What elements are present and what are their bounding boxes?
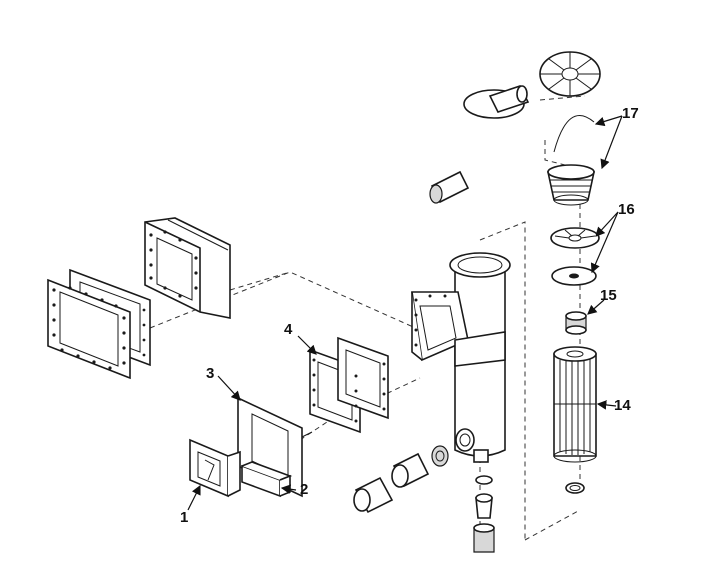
vacuum-plate bbox=[463, 85, 530, 119]
diverter-part-16 bbox=[550, 227, 600, 286]
callout-2: 2 bbox=[300, 481, 308, 498]
callout-1: 1 bbox=[180, 509, 188, 526]
face-gasket-part-4 bbox=[298, 336, 389, 440]
callout-leaders bbox=[187, 115, 623, 511]
skimmer-wall-frame bbox=[144, 217, 231, 319]
skimmer-body bbox=[411, 252, 511, 463]
weir-door-part-1 bbox=[189, 438, 241, 498]
top-adapter-fitting bbox=[429, 170, 470, 204]
valve-part-15 bbox=[565, 311, 587, 335]
filter-cartridge-part-14 bbox=[553, 346, 597, 463]
bottom-fittings bbox=[473, 475, 495, 553]
oring-bottom bbox=[565, 482, 585, 494]
callout-16: 16 bbox=[618, 201, 635, 218]
callout-15: 15 bbox=[600, 287, 617, 304]
weir-float-part-2 bbox=[241, 461, 293, 498]
side-pipe-fittings bbox=[353, 445, 449, 514]
wall-gasket-rear bbox=[47, 268, 151, 380]
callout-14: 14 bbox=[614, 397, 631, 414]
basket-part-17 bbox=[547, 115, 595, 206]
callout-17: 17 bbox=[622, 105, 639, 122]
skimmer-lid bbox=[539, 51, 601, 97]
callout-3: 3 bbox=[206, 365, 214, 382]
callout-4: 4 bbox=[284, 321, 293, 338]
